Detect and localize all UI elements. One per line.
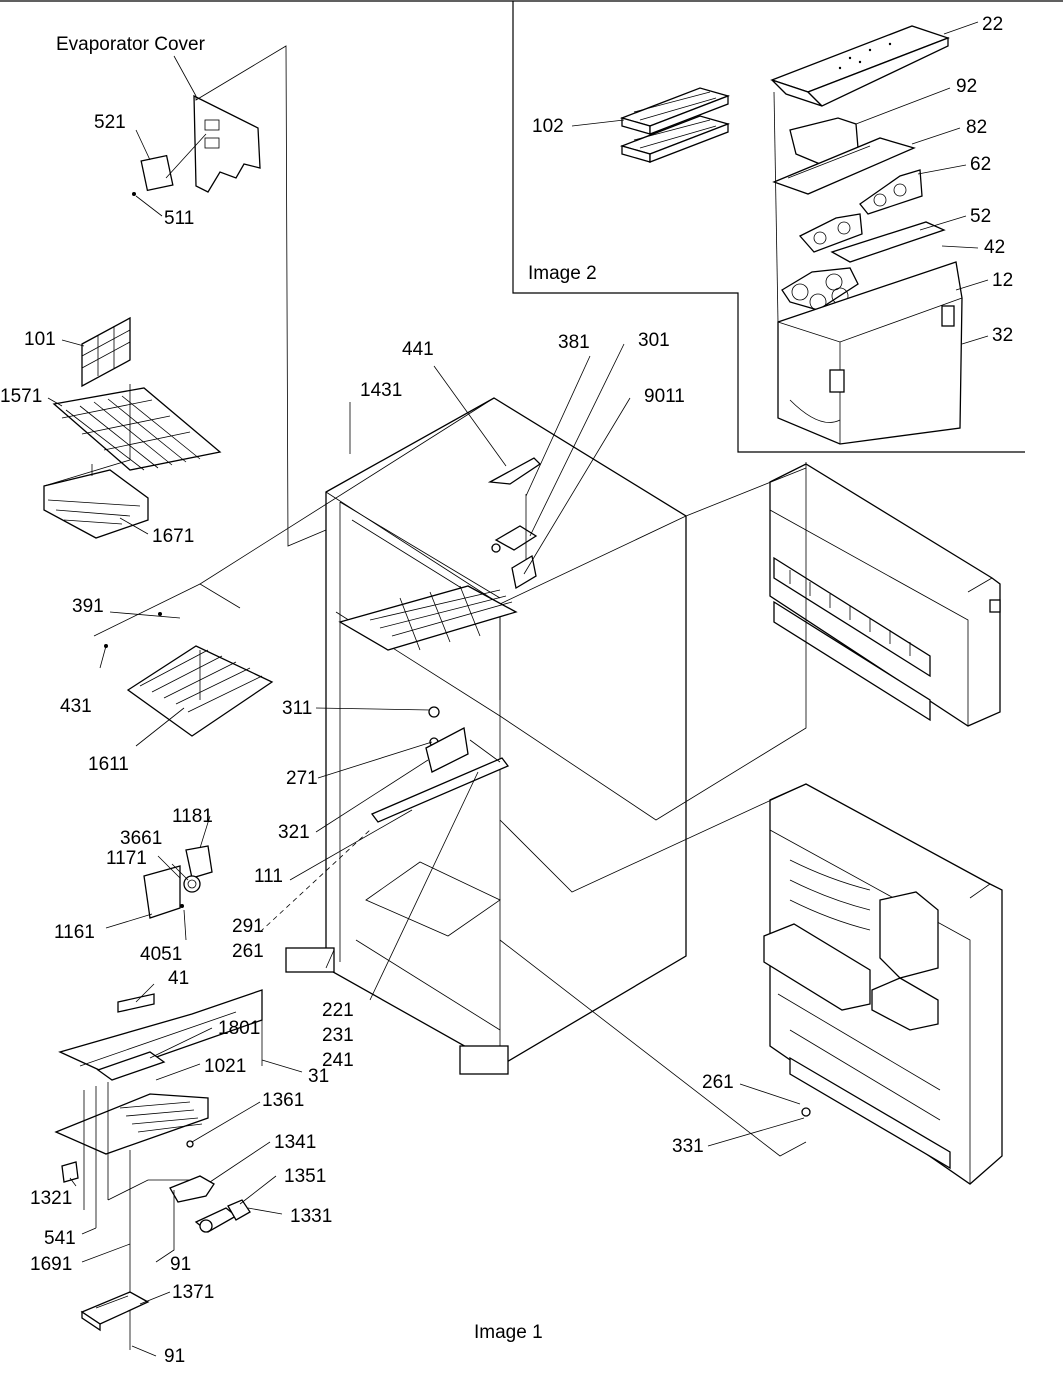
label-231: 231 <box>322 1025 354 1046</box>
image2-bucket-12-32 <box>773 91 963 445</box>
label-62: 62 <box>970 154 991 175</box>
label-1331: 1331 <box>290 1206 332 1227</box>
label-1801: 1801 <box>218 1018 260 1039</box>
label-82: 82 <box>966 117 987 138</box>
caption-image1: Image 1 <box>474 1322 543 1343</box>
label-111: 111 <box>254 866 283 887</box>
label-261-door: 261 <box>702 1072 734 1093</box>
label-52: 52 <box>970 206 991 227</box>
label-321: 321 <box>278 822 310 843</box>
label-431: 431 <box>60 696 92 717</box>
label-271: 271 <box>286 768 318 789</box>
label-91-lower: 91 <box>164 1346 185 1367</box>
label-1321: 1321 <box>30 1188 72 1209</box>
label-1351: 1351 <box>284 1166 326 1187</box>
label-1361: 1361 <box>262 1090 304 1111</box>
center-bracket-assembly <box>370 706 510 823</box>
label-12: 12 <box>992 270 1013 291</box>
label-381: 381 <box>558 332 590 353</box>
label-32: 32 <box>992 325 1013 346</box>
label-1691: 1691 <box>30 1254 72 1275</box>
label-331: 331 <box>672 1136 704 1157</box>
label-1571: 1571 <box>0 386 42 407</box>
thermostat-parts <box>169 1140 251 1233</box>
label-22: 22 <box>982 14 1003 35</box>
label-91-upper: 91 <box>170 1254 191 1275</box>
refrigerator-door <box>763 783 1003 1185</box>
label-1341: 1341 <box>274 1132 316 1153</box>
image2-shelf-22 <box>770 25 950 107</box>
shelf-1611 <box>104 612 274 737</box>
image2-egg-holders-62-52-42 <box>781 169 946 311</box>
leader-lines <box>43 21 989 1357</box>
label-1431: 1431 <box>360 380 402 401</box>
label-521: 521 <box>94 112 126 133</box>
label-102: 102 <box>532 116 564 137</box>
label-1371: 1371 <box>172 1282 214 1303</box>
label-261: 261 <box>232 941 264 962</box>
label-31: 31 <box>308 1066 329 1087</box>
label-3661: 3661 <box>120 828 162 849</box>
label-511: 511 <box>164 208 194 229</box>
label-221: 221 <box>322 1000 354 1021</box>
label-541: 541 <box>44 1228 76 1249</box>
damper-assembly-1161-1181 <box>143 845 213 919</box>
label-311: 311 <box>282 698 312 719</box>
frame-lines <box>0 0 1063 453</box>
label-391: 391 <box>72 596 104 617</box>
evaporator-cover <box>132 94 261 196</box>
label-1181: 1181 <box>172 806 213 827</box>
label-4051: 4051 <box>140 944 182 965</box>
refrigerator-cabinet <box>285 397 687 1075</box>
label-1021: 1021 <box>204 1056 246 1077</box>
label-441: 441 <box>402 339 434 360</box>
shelf-assembly-101-1571-1671 <box>43 316 222 539</box>
image2-bin-92-82 <box>772 117 916 195</box>
label-41: 41 <box>168 968 189 989</box>
caption-image2: Image 2 <box>528 263 597 284</box>
label-291: 291 <box>232 916 264 937</box>
cover-1371 <box>80 1291 150 1332</box>
label-101: 101 <box>24 329 56 350</box>
label-1611: 1611 <box>88 754 129 775</box>
label-1161: 1161 <box>54 922 95 943</box>
image2-ice-tray-102 <box>619 87 731 163</box>
label-301: 301 <box>638 330 670 351</box>
caption-evaporator-cover: Evaporator Cover <box>56 34 206 55</box>
label-1671: 1671 <box>152 526 194 547</box>
label-241: 241 <box>322 1050 354 1071</box>
part-labels: 22 92 82 62 52 42 12 32 102 521 511 101 … <box>0 14 1013 1367</box>
label-92: 92 <box>956 76 977 97</box>
label-1171: 1171 <box>106 848 147 869</box>
control-housing <box>54 989 263 1350</box>
label-42: 42 <box>984 237 1005 258</box>
label-9011: 9011 <box>644 386 685 407</box>
freezer-door <box>769 463 1001 727</box>
